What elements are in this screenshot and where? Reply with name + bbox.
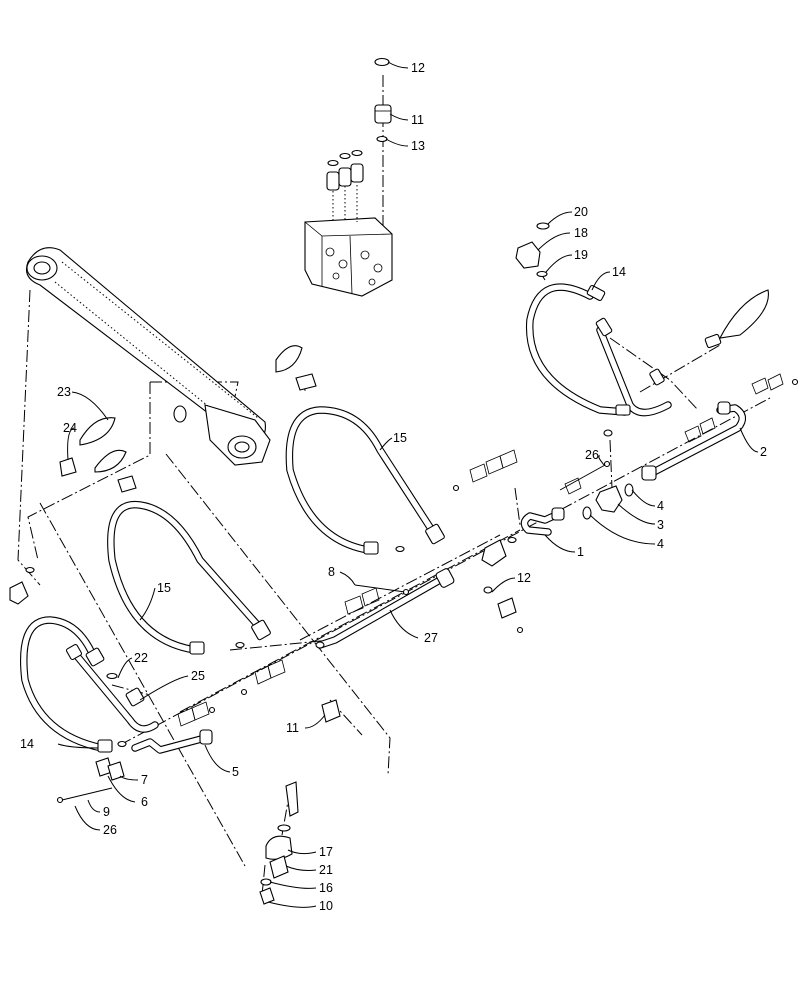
callout-19: 19 [574, 248, 588, 262]
hose-14-lower [9, 566, 159, 753]
callout-18: 18 [574, 226, 588, 240]
bolt-stack-bottom [259, 781, 299, 905]
fittings-center-right [520, 460, 634, 536]
fitting-11-lower [321, 699, 341, 723]
callout-21: 21 [319, 863, 333, 877]
callout-15-left: 15 [157, 581, 171, 595]
callout-23: 23 [57, 385, 71, 399]
callout-13: 13 [411, 139, 425, 153]
callout-17: 17 [319, 845, 333, 859]
hydraulic-cylinder [25, 247, 271, 466]
callout-24: 24 [63, 421, 77, 435]
callout-15: 15 [393, 431, 407, 445]
control-valve-block [304, 149, 393, 297]
tube-5 [56, 659, 286, 804]
callout-11: 11 [411, 113, 424, 127]
callout-12-lower: 12 [517, 571, 531, 585]
callout-26-lower: 26 [103, 823, 117, 837]
callout-14-lower: 14 [20, 737, 34, 751]
callout-7: 7 [141, 773, 148, 787]
callout-1: 1 [577, 545, 584, 559]
callout-6: 6 [141, 795, 148, 809]
fittings-top [374, 57, 392, 143]
callout-10: 10 [319, 899, 333, 913]
callout-20: 20 [574, 205, 588, 219]
callout-22: 22 [134, 651, 148, 665]
hose-15-center [275, 345, 445, 555]
clamp-23-24 [59, 417, 116, 477]
leader-lines [57, 61, 759, 908]
callout-4: 4 [657, 499, 664, 513]
callout-26: 26 [585, 448, 599, 462]
callout-2: 2 [760, 445, 767, 459]
callout-16: 16 [319, 881, 333, 895]
callout-5: 5 [232, 765, 239, 779]
callout-11-lower: 11 [286, 721, 299, 735]
clamp-groups [344, 449, 524, 634]
callout-3: 3 [657, 518, 664, 532]
hose-15-left [94, 449, 271, 655]
callout-9: 9 [103, 805, 110, 819]
tube-27 [315, 568, 455, 649]
callout-25: 25 [191, 669, 205, 683]
callout-12: 12 [411, 61, 425, 75]
callout-27: 27 [424, 631, 438, 645]
callout-4-lower: 4 [657, 537, 664, 551]
fittings-right-top [515, 222, 550, 278]
hose-14-upper [525, 283, 769, 417]
callout-8: 8 [328, 565, 335, 579]
tube-2 [603, 373, 799, 481]
callout-14: 14 [612, 265, 626, 279]
